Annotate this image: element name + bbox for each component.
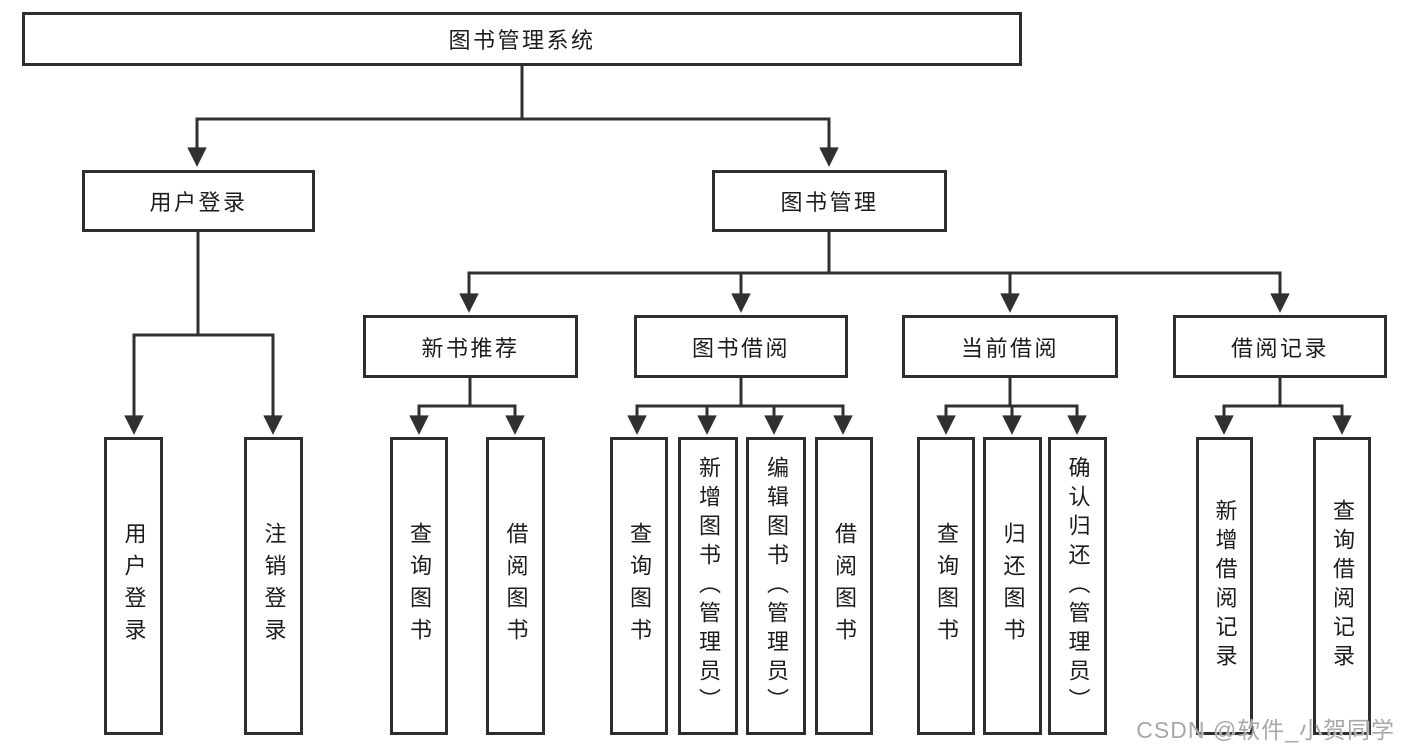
- node-label: 查询图书: [627, 522, 652, 650]
- node-label: 当前借阅: [960, 335, 1059, 361]
- node-label: 用户登录: [121, 522, 147, 650]
- leaf-borrow-query-books: 查询图书: [610, 437, 668, 735]
- leaf-current-return-books: 归还图书: [983, 437, 1042, 735]
- node-user-login: 用户登录: [82, 170, 315, 232]
- leaf-newrec-query-books: 查询图书: [390, 437, 448, 735]
- node-label: 注销登录: [261, 522, 287, 650]
- leaf-borrow-edit-books-admin: 编辑图书（管理员）: [746, 437, 806, 735]
- node-label: 新增图书（管理员）: [696, 455, 721, 717]
- node-borrowing-records: 借阅记录: [1173, 315, 1387, 378]
- leaf-logout-login: 注销登录: [244, 437, 303, 735]
- node-label: 查询图书: [934, 522, 959, 650]
- node-label: 新书推荐: [421, 335, 520, 361]
- node-label: 用户登录: [149, 190, 248, 215]
- node-label: 查询借阅记录: [1330, 499, 1355, 673]
- node-label: 图书管理系统: [448, 28, 596, 53]
- leaf-current-query-books: 查询图书: [917, 437, 975, 735]
- csdn-watermark: CSDN @软件_小贺同学: [1136, 717, 1395, 743]
- node-new-book-recommend: 新书推荐: [363, 315, 578, 378]
- node-label: 查询图书: [407, 522, 432, 650]
- node-label: 图书借阅: [691, 335, 790, 361]
- node-book-borrowing: 图书借阅: [634, 315, 848, 378]
- node-current-borrowing: 当前借阅: [902, 315, 1118, 378]
- node-label: 借阅图书: [503, 522, 529, 650]
- node-label: 归还图书: [1000, 522, 1026, 650]
- node-label: 新增借阅记录: [1212, 499, 1238, 673]
- node-book-management: 图书管理: [712, 170, 947, 232]
- leaf-current-confirm-return-admin: 确认归还（管理员）: [1048, 437, 1107, 735]
- leaf-borrow-add-books-admin: 新增图书（管理员）: [678, 437, 738, 735]
- leaf-borrow-borrow-books: 借阅图书: [815, 437, 873, 735]
- node-label: 图书管理: [780, 190, 879, 215]
- node-label: 确认归还（管理员）: [1065, 455, 1091, 717]
- node-label: 借阅记录: [1230, 335, 1329, 361]
- leaf-user-login: 用户登录: [104, 437, 163, 735]
- leaf-newrec-borrow-books: 借阅图书: [486, 437, 545, 735]
- node-label: 借阅图书: [832, 522, 857, 650]
- node-label: 编辑图书（管理员）: [764, 455, 789, 717]
- leaf-records-add-record: 新增借阅记录: [1196, 437, 1253, 735]
- node-library-management-system: 图书管理系统: [22, 12, 1022, 66]
- leaf-records-query-record: 查询借阅记录: [1313, 437, 1371, 735]
